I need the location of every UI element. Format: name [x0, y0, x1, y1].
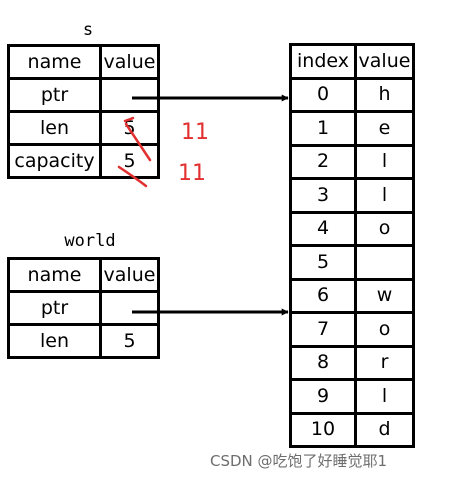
table-row: len 5	[7, 323, 160, 359]
row-name: len	[7, 323, 102, 359]
row-index: 0	[289, 76, 357, 113]
row-value: h	[354, 76, 415, 113]
row-value: l	[354, 378, 415, 415]
row-value: 5	[99, 110, 160, 146]
row-value	[354, 244, 415, 281]
header-value: value	[354, 43, 415, 80]
header-index: index	[289, 43, 357, 80]
row-index: 10	[289, 411, 357, 448]
row-value: w	[354, 277, 415, 314]
len-annotation: 11	[181, 120, 209, 145]
table-header-row: name value	[7, 44, 160, 80]
capacity-annotation: 11	[178, 161, 206, 186]
stack-table-s: name value ptr len 5 capacity 5	[7, 44, 160, 179]
row-index: 8	[289, 344, 357, 381]
table-row: ptr	[7, 290, 160, 326]
row-value: 5	[99, 323, 160, 359]
row-index: 9	[289, 378, 357, 415]
row-index: 3	[289, 177, 357, 214]
row-value: o	[354, 210, 415, 247]
header-value: value	[99, 44, 160, 80]
var-label-s: s	[82, 20, 94, 40]
row-index: 4	[289, 210, 357, 247]
header-name: name	[7, 44, 102, 80]
row-value: d	[354, 411, 415, 448]
table-row: ptr	[7, 77, 160, 113]
table-header-row: index value	[289, 43, 415, 80]
row-value: r	[354, 344, 415, 381]
row-value	[99, 290, 160, 326]
row-value: o	[354, 311, 415, 348]
table-row: capacity 5	[7, 143, 160, 179]
table-row: len 5	[7, 110, 160, 146]
row-index: 5	[289, 244, 357, 281]
row-value: l	[354, 177, 415, 214]
watermark: CSDN @吃饱了好睡觉耶1	[210, 450, 388, 471]
row-index: 7	[289, 311, 357, 348]
row-value: e	[354, 110, 415, 147]
row-value: l	[354, 143, 415, 180]
row-value	[99, 77, 160, 113]
row-value: 5	[99, 143, 160, 179]
row-index: 6	[289, 277, 357, 314]
row-name: len	[7, 110, 102, 146]
header-name: name	[7, 257, 102, 293]
header-value: value	[99, 257, 160, 293]
row-index: 2	[289, 143, 357, 180]
row-name: ptr	[7, 77, 102, 113]
row-name: ptr	[7, 290, 102, 326]
table-header-row: name value	[7, 257, 160, 293]
var-label-world: world	[64, 231, 116, 251]
stack-table-world: name value ptr len 5	[7, 257, 160, 359]
table-row: 5	[289, 244, 415, 281]
row-name: capacity	[7, 143, 102, 179]
row-index: 1	[289, 110, 357, 147]
